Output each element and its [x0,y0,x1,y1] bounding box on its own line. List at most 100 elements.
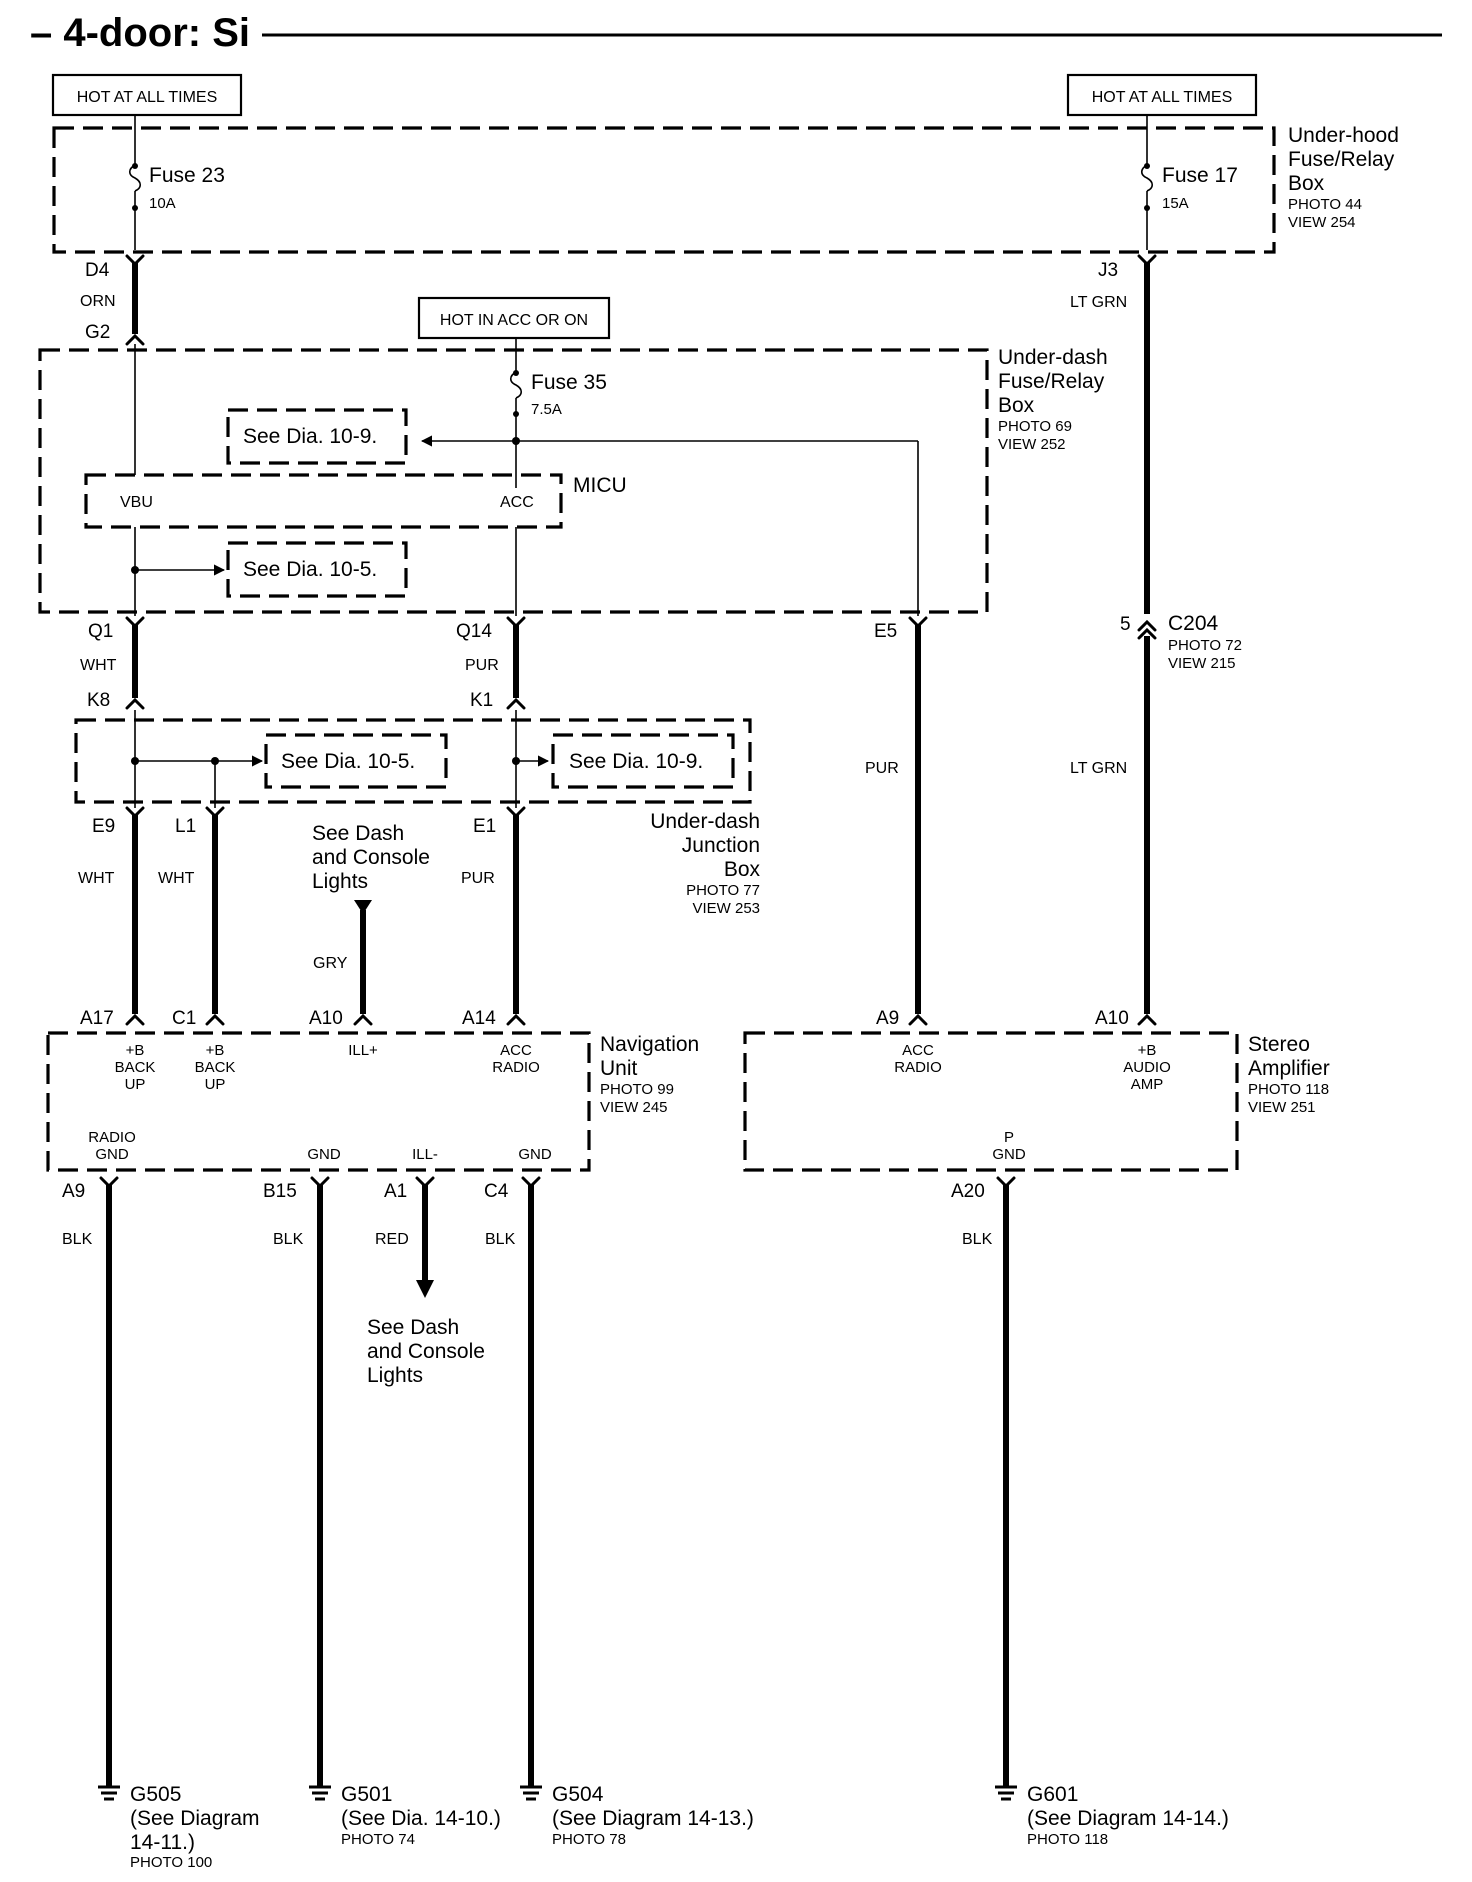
svg-text:A20: A20 [951,1181,985,1202]
underhood-box [52,126,1276,254]
svg-text:PHOTO 74: PHOTO 74 [341,1831,415,1848]
svg-text:A9: A9 [876,1008,899,1029]
svg-text:See Dia. 10-9.: See Dia. 10-9. [243,425,377,448]
fuse-17-name: Fuse 17 [1162,164,1238,187]
see-dia-10-5-junction [264,733,448,789]
svg-text:VIEW 253: VIEW 253 [692,900,760,917]
svg-text:Lights: Lights [312,870,368,893]
svg-text:VIEW 245: VIEW 245 [600,1099,668,1116]
svg-text:AUDIO: AUDIO [1123,1059,1171,1076]
svg-text:ACC: ACC [902,1042,934,1059]
svg-text:+B: +B [1138,1042,1157,1059]
micu-pin-acc: ACC [500,494,534,511]
wire-color-blk-2: BLK [273,1231,304,1248]
connector-A14 [506,1013,526,1026]
svg-text:Stereo: Stereo [1248,1033,1310,1056]
svg-text:(See Diagram: (See Diagram [130,1807,260,1830]
wire-color-ltgrn-2: LT GRN [1070,760,1127,777]
svg-text:GND: GND [307,1146,341,1163]
svg-text:G2: G2 [85,322,110,343]
svg-text:and Console: and Console [312,846,430,869]
wire-color-blk-4: BLK [962,1231,993,1248]
svg-text:UP: UP [205,1076,226,1093]
svg-text:See Dash: See Dash [367,1316,459,1339]
svg-text:See Dia. 10-9.: See Dia. 10-9. [569,750,703,773]
wire-color-blk-1: BLK [62,1231,93,1248]
svg-text:See Dash: See Dash [312,822,404,845]
svg-text:Box: Box [1288,172,1325,195]
svg-text:HOT AT ALL TIMES: HOT AT ALL TIMES [1092,89,1233,106]
svg-text:A10: A10 [309,1008,343,1029]
svg-text:ILL-: ILL- [412,1146,438,1163]
navigation-unit-label: Navigation Unit PHOTO 99 VIEW 245 [600,1033,699,1116]
svg-text:See Dia. 10-5.: See Dia. 10-5. [281,750,415,773]
amp-pin-labels: ACC RADIO +B AUDIO AMP P GND [894,1042,1171,1163]
svg-text:ILL+: ILL+ [348,1042,378,1059]
svg-text:D4: D4 [85,260,110,281]
connector-A9-amp [908,1013,928,1026]
connector-K1 [506,697,526,710]
svg-text:+B: +B [126,1042,145,1059]
stereo-amplifier-box [743,1031,1239,1172]
svg-text:Q14: Q14 [456,621,492,642]
hot-label-right: HOT AT ALL TIMES [1066,73,1258,117]
svg-text:A14: A14 [462,1008,496,1029]
svg-text:Lights: Lights [367,1364,423,1387]
svg-text:BACK: BACK [195,1059,236,1076]
svg-text:Box: Box [998,394,1035,417]
svg-text:C1: C1 [172,1008,196,1029]
junction-label: Under-dash Junction Box PHOTO 77 VIEW 25… [650,810,760,917]
svg-text:Navigation: Navigation [600,1033,699,1056]
svg-text:+B: +B [206,1042,225,1059]
connector-A10-nav [353,1013,373,1026]
svg-text:BACK: BACK [115,1059,156,1076]
navigation-unit-box [46,1031,591,1172]
svg-text:E1: E1 [473,816,496,837]
connector-K8 [125,697,145,710]
dash-lights-ref-bottom: See Dash and Console Lights [367,1316,485,1387]
ground-icon-g601 [995,1785,1017,1801]
svg-text:G601: G601 [1027,1783,1078,1806]
hot-label-acc: HOT IN ACC OR ON [417,296,611,340]
svg-text:P: P [1004,1129,1014,1146]
nav-pin-labels: +B BACK UP +B BACK UP ILL+ ACC RADIO RAD… [88,1042,552,1163]
ground-icon-g504 [520,1785,542,1801]
svg-text:RADIO: RADIO [492,1059,540,1076]
see-dia-10-9-top [226,408,408,465]
connector-A10-amp [1137,1013,1157,1026]
svg-text:VIEW 254: VIEW 254 [1288,214,1356,231]
wire-color-blk-3: BLK [485,1231,516,1248]
svg-text:A1: A1 [384,1181,407,1202]
connector-A17 [125,1013,145,1026]
fuse-23-name: Fuse 23 [149,164,225,187]
see-dia-10-9-junction [551,733,735,789]
stereo-amplifier-label: Stereo Amplifier PHOTO 118 VIEW 251 [1248,1033,1330,1116]
svg-text:J3: J3 [1098,260,1118,281]
svg-text:5: 5 [1120,614,1131,635]
svg-text:Under-dash: Under-dash [650,810,760,833]
svg-text:GND: GND [992,1146,1026,1163]
wire-color-pur-1: PUR [465,657,499,674]
wire-color-pur-e5: PUR [865,760,899,777]
wire-color-wht-l1: WHT [158,870,195,887]
svg-text:GND: GND [95,1146,129,1163]
svg-text:PHOTO 118: PHOTO 118 [1027,1831,1108,1848]
svg-text:(See Diagram 14-13.): (See Diagram 14-13.) [552,1807,754,1830]
svg-text:A9: A9 [62,1181,85,1202]
connector-C1 [205,1013,225,1026]
svg-text:14-11.): 14-11.) [130,1831,195,1854]
see-dia-10-5-top [226,541,408,598]
svg-text:(See Dia. 14-10.): (See Dia. 14-10.) [341,1807,501,1830]
svg-text:K8: K8 [87,690,110,711]
svg-text:HOT AT ALL TIMES: HOT AT ALL TIMES [77,89,218,106]
svg-text:A10: A10 [1095,1008,1129,1029]
svg-text:AMP: AMP [1131,1076,1164,1093]
svg-text:PHOTO 100: PHOTO 100 [130,1854,212,1871]
svg-text:VIEW 252: VIEW 252 [998,436,1066,453]
svg-text:L1: L1 [175,816,196,837]
svg-text:Fuse/Relay: Fuse/Relay [1288,148,1395,171]
wire-color-red: RED [375,1231,409,1248]
svg-text:PHOTO 77: PHOTO 77 [686,882,760,899]
ground-icon-g505 [98,1785,120,1801]
svg-text:PHOTO 44: PHOTO 44 [1288,196,1362,213]
